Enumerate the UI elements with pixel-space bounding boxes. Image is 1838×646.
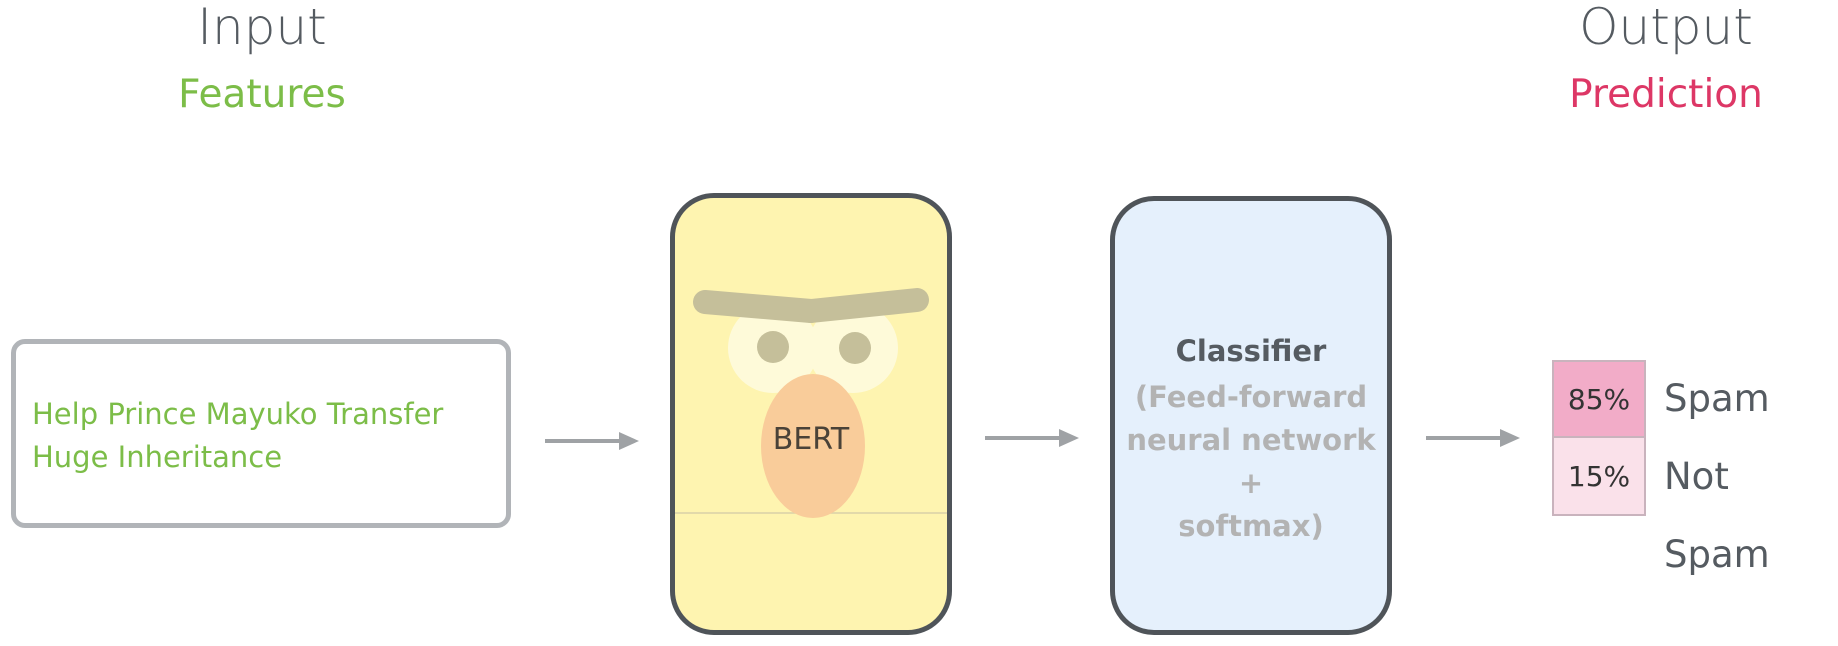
bert-face-icon xyxy=(675,288,947,518)
classifier-description: (Feed-forward neural network + softmax) xyxy=(1110,376,1392,548)
not-spam-probability-cell: 15% xyxy=(1552,438,1646,516)
spam-label: Spam xyxy=(1664,377,1770,420)
features-subheading: Features xyxy=(178,72,346,117)
input-text-line-2: Huge Inheritance xyxy=(32,440,283,474)
classifier-box xyxy=(1110,196,1392,635)
bert-label: BERT xyxy=(772,422,850,457)
not-spam-probability-value: 15% xyxy=(1567,459,1631,493)
not-spam-label: Not Spam xyxy=(1664,455,1770,576)
input-heading: Input xyxy=(197,0,327,56)
classifier-desc-line-1: (Feed-forward xyxy=(1134,380,1368,414)
input-text-box xyxy=(11,339,511,528)
input-text-line-1: Help Prince Mayuko Transfer xyxy=(32,397,444,431)
classifier-title: Classifier xyxy=(1175,334,1327,368)
arrow-bert-to-classifier-icon xyxy=(985,429,1079,447)
classifier-desc-line-3: softmax) xyxy=(1178,509,1324,543)
prediction-subheading: Prediction xyxy=(1569,72,1763,117)
classifier-desc-line-2: neural network + xyxy=(1126,423,1376,500)
spam-probability-cell: 85% xyxy=(1552,360,1646,438)
arrow-classifier-to-output-icon xyxy=(1426,429,1520,447)
input-text: Help Prince Mayuko Transfer Huge Inherit… xyxy=(32,393,502,479)
spam-probability-value: 85% xyxy=(1567,382,1631,416)
output-heading: Output xyxy=(1579,0,1753,56)
bert-model-box xyxy=(670,193,952,635)
arrow-input-to-bert-icon xyxy=(545,432,639,450)
